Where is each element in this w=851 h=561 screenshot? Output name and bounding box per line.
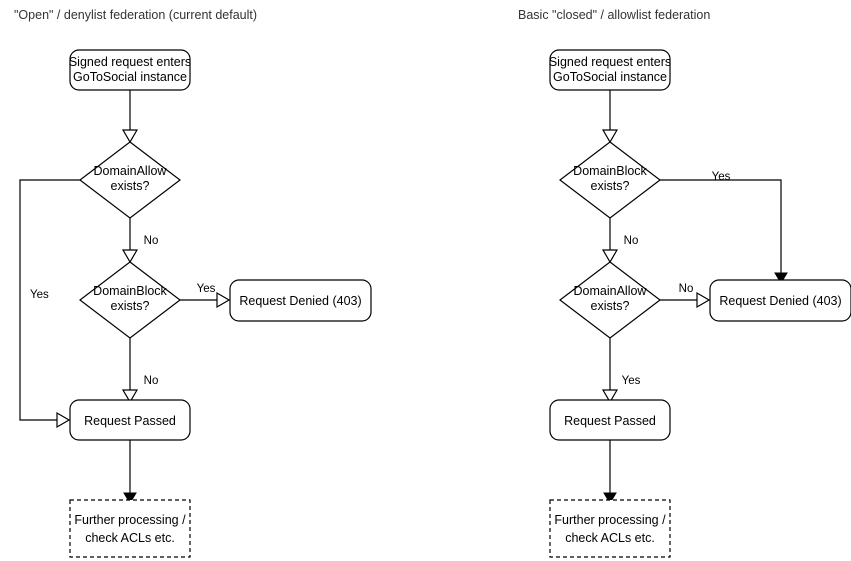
arrowhead-open-icon [601,389,619,404]
edge-passed-to-further-right [603,440,617,504]
panel-open-denylist: "Open" / denylist federation (current de… [14,8,372,558]
edge-domainallow-yes-to-passed-left: Yes [19,179,80,429]
entry-label-line1-left: Signed request enters [69,55,191,69]
arrowhead-open-icon [56,411,71,429]
node-further-processing-right[interactable]: Further processing / check ACLs etc. [549,499,671,558]
denied-label-left: Request Denied (403) [239,294,361,308]
edge-domainblock-yes-to-denied-left: Yes [180,283,231,309]
passed-label-left: Request Passed [84,414,176,428]
edge-label-allow-yes-right: Yes [622,375,641,387]
node-further-processing-left[interactable]: Further processing / check ACLs etc. [69,499,191,558]
node-request-denied-left[interactable]: Request Denied (403) [229,279,372,322]
arrowhead-open-icon [601,129,619,144]
domainallow-label-line1-right: DomainAllow [574,284,648,298]
panel-closed-allowlist: Basic "closed" / allowlist federation Si… [518,8,851,558]
node-entry-left[interactable]: Signed request enters GoToSocial instanc… [69,49,191,91]
edge-label-allow-no-right: No [679,283,694,295]
edge-domainblock-yes-to-denied-right: Yes [660,171,788,284]
edge-domainallow-no-to-denied-right: No [660,283,711,309]
domainblock-label-line1-right: DomainBlock [573,164,647,178]
edge-label-allow-yes-left: Yes [30,289,49,301]
denied-box-shape-left [229,279,372,322]
further-box-shape-right [549,499,671,558]
entry-label-line2-right: GoToSocial instance [553,70,667,84]
edge-domainblock-no-to-passed-left: No [121,338,159,404]
further-label-line2-right: check ACLs etc. [565,531,655,545]
arrowhead-solid-icon [603,492,617,504]
arrowhead-open-icon [696,291,711,309]
edge-line [660,179,782,274]
domainblock-label-line2-right: exists? [591,179,630,193]
edge-line [19,179,80,421]
arrowhead-solid-icon [123,492,137,504]
arrowhead-open-icon [121,389,139,404]
arrowhead-open-icon [121,129,139,144]
domainallow-label-line2-right: exists? [591,299,630,313]
edge-domainblock-no-to-domainallow-right: No [601,218,639,264]
panel-title-open-denylist: "Open" / denylist federation (current de… [14,8,257,22]
node-decision-domainblock-right[interactable]: DomainBlock exists? [559,141,661,219]
edge-label-block-no-right: No [624,235,639,247]
node-request-passed-left[interactable]: Request Passed [69,399,191,441]
panel-title-closed-allowlist: Basic "closed" / allowlist federation [518,8,710,22]
edge-entry-to-domainblock-right [601,90,619,144]
edge-entry-to-domainallow-left [121,90,139,144]
node-request-denied-right[interactable]: Request Denied (403) [709,279,851,322]
node-entry-right[interactable]: Signed request enters GoToSocial instanc… [549,49,671,91]
further-label-line2-left: check ACLs etc. [85,531,175,545]
node-decision-domainallow-left[interactable]: DomainAllow exists? [79,141,181,219]
arrowhead-open-icon [601,249,619,264]
edge-label-block-no-left: No [144,375,159,387]
node-decision-domainallow-right[interactable]: DomainAllow exists? [559,261,661,339]
domainallow-label-line2-left: exists? [111,179,150,193]
edge-domainallow-no-to-domainblock-left: No [121,218,159,264]
entry-label-line1-right: Signed request enters [549,55,671,69]
domainblock-label-line1-left: DomainBlock [93,284,167,298]
edge-label-allow-no-left: No [144,235,159,247]
denied-label-right: Request Denied (403) [719,294,841,308]
arrowhead-open-icon [121,249,139,264]
node-decision-domainblock-left[interactable]: DomainBlock exists? [79,261,181,339]
further-label-line1-left: Further processing / [74,513,186,527]
arrowhead-open-icon [216,291,231,309]
edge-passed-to-further-left [123,440,137,504]
passed-label-right: Request Passed [564,414,656,428]
entry-label-line2-left: GoToSocial instance [73,70,187,84]
domainallow-label-line1-left: DomainAllow [94,164,168,178]
denied-box-shape-right [709,279,851,322]
further-box-shape-left [69,499,191,558]
edge-label-block-yes-right: Yes [712,171,731,183]
arrowhead-solid-icon [774,272,788,284]
node-request-passed-right[interactable]: Request Passed [549,399,671,441]
edge-label-block-yes-left: Yes [197,283,216,295]
edge-domainallow-yes-to-passed-right: Yes [601,338,641,404]
further-label-line1-right: Further processing / [554,513,666,527]
domainblock-label-line2-left: exists? [111,299,150,313]
